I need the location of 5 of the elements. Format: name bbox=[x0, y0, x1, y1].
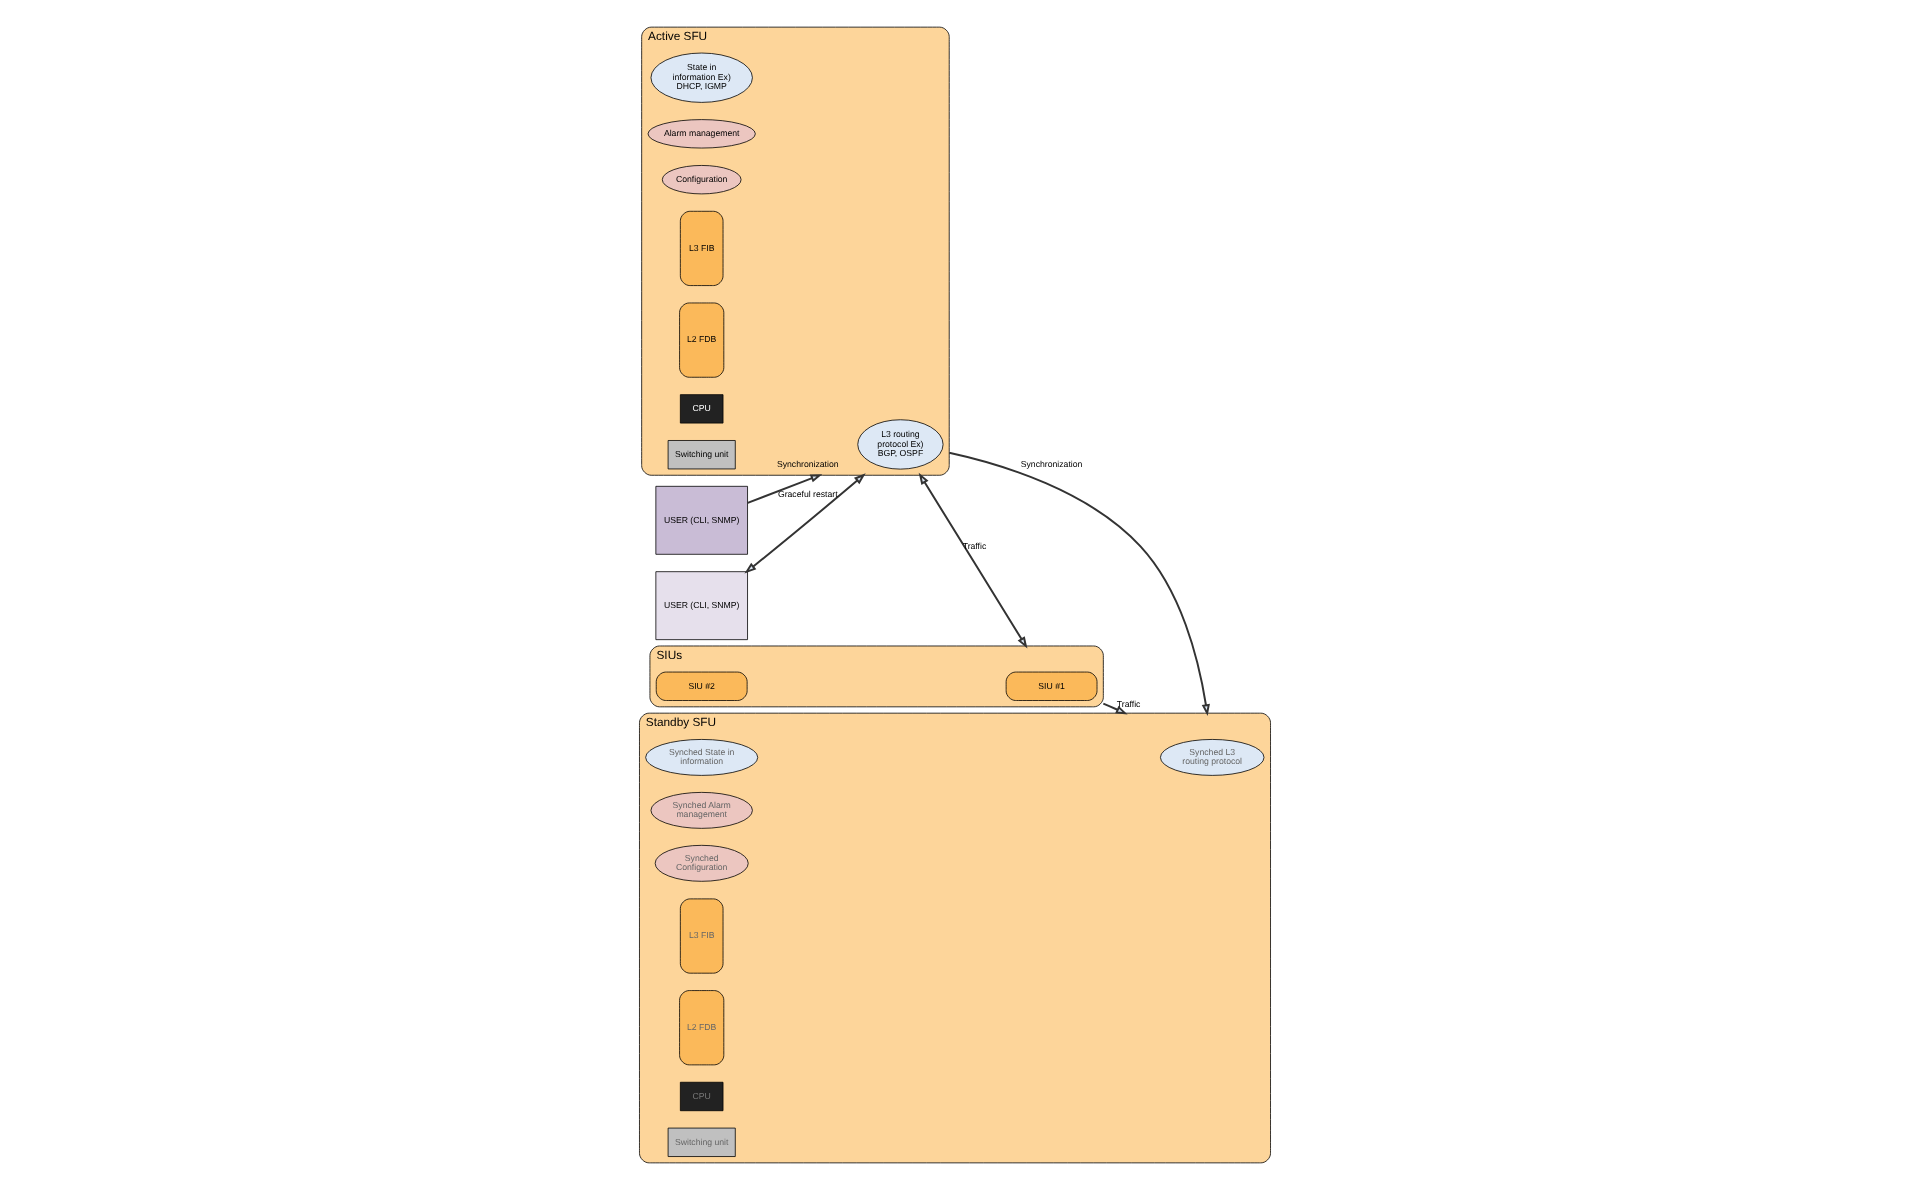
arrow bbox=[918, 472, 1028, 649]
arrow bbox=[746, 474, 823, 504]
arrow bbox=[744, 473, 866, 574]
arrow bbox=[1102, 702, 1128, 715]
arrow bbox=[948, 451, 1210, 717]
